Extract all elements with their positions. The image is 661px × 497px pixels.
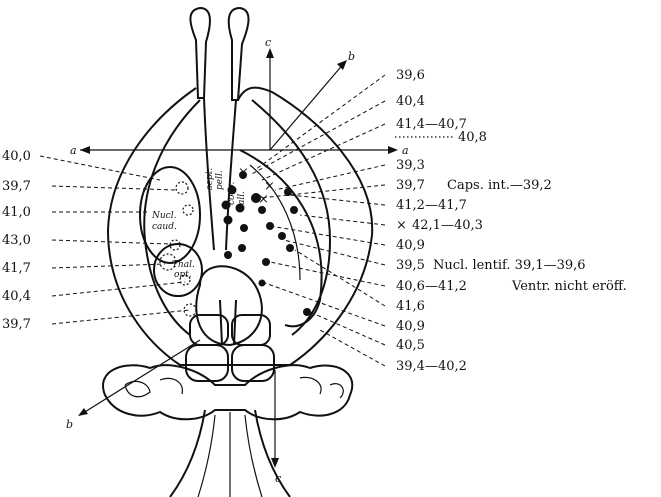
left-label: 39,7 xyxy=(2,317,31,332)
medulla xyxy=(170,410,205,497)
right-label: 39,5 xyxy=(396,258,425,273)
left-label: 40,0 xyxy=(2,149,31,164)
point xyxy=(286,244,294,252)
point xyxy=(303,308,311,316)
ventr-note: Ventr. nicht eröff. xyxy=(511,279,627,294)
hemisphere-inner-right xyxy=(252,100,330,335)
right-label: 41,2—41,7 xyxy=(396,198,467,213)
right-label: 41,6 xyxy=(396,299,425,314)
right-label: 39,3 xyxy=(396,158,425,173)
point xyxy=(259,280,266,287)
cross-mark: × xyxy=(258,192,269,207)
right-label: 40,4 xyxy=(396,94,425,109)
right-label: 40,9 xyxy=(396,238,425,253)
axis-a-label-right: a xyxy=(402,144,409,157)
left-label: 39,7 xyxy=(2,179,31,194)
right-label: 40,9 xyxy=(396,319,425,334)
septum-label-2: pell. xyxy=(215,170,225,190)
caps-note: Caps. int.—39,2 xyxy=(447,178,552,193)
midbrain xyxy=(196,266,262,345)
point xyxy=(240,224,248,232)
section-axes: a a c c b b xyxy=(66,36,409,485)
right-label: 40,6—41,2 xyxy=(396,279,467,294)
right-label: 40,8 xyxy=(458,130,487,145)
point xyxy=(224,251,232,259)
axis-b-label-bottom: b xyxy=(66,418,73,431)
axis-b-bottom xyxy=(80,340,200,415)
point xyxy=(224,216,233,225)
left-label: 41,0 xyxy=(2,205,31,220)
axis-a-label-left: a xyxy=(70,144,77,157)
left-label: 41,7 xyxy=(2,261,31,276)
right-label: 40,5 xyxy=(396,338,425,353)
right-label: 42,1—40,3 xyxy=(412,218,483,233)
cross-mark: × xyxy=(396,218,407,233)
point xyxy=(290,206,298,214)
right-label: 39,7 xyxy=(396,178,425,193)
thal-opt-label-1: Thal. xyxy=(172,260,195,270)
point xyxy=(238,244,246,252)
right-value-labels: 39,6 40,4 41,4—40,7 40,8 39,3 39,7 Caps.… xyxy=(396,68,627,374)
cross-mark: × xyxy=(264,179,275,194)
measurement-points: × × × xyxy=(222,165,312,316)
right-label: 39,4—40,2 xyxy=(396,359,467,374)
right-label: 39,6 xyxy=(396,68,425,83)
point xyxy=(222,201,231,210)
thal-opt-label-2: opt. xyxy=(174,270,192,280)
nucl-caud-label-1: Nucl. xyxy=(151,211,177,221)
axis-b-top xyxy=(270,62,345,150)
nucl-lentif-note: Nucl. lentif. 39,1—39,6 xyxy=(433,258,586,273)
nucl-caud-label-2: caud. xyxy=(152,222,177,232)
point xyxy=(236,204,245,213)
olfactory-lobe-right xyxy=(229,8,249,100)
axis-c-label-top: c xyxy=(265,36,271,49)
cross-mark: × xyxy=(238,165,249,180)
axis-b-label-top: b xyxy=(348,50,355,63)
axis-c-label-bottom: c xyxy=(275,472,281,485)
olfactory-lobe-left xyxy=(190,8,210,98)
left-leaders xyxy=(40,156,190,324)
left-label: 40,4 xyxy=(2,289,31,304)
point xyxy=(258,206,266,214)
left-label: 43,0 xyxy=(2,233,31,248)
left-value-labels: 40,0 39,7 41,0 43,0 41,7 40,4 39,7 xyxy=(2,149,31,332)
right-label: 41,4—40,7 xyxy=(396,117,467,132)
point xyxy=(262,258,270,266)
point xyxy=(278,232,286,240)
septum-label-1: sept. xyxy=(205,168,215,190)
point xyxy=(228,186,237,195)
brain-outline xyxy=(103,8,372,497)
midline-right xyxy=(226,100,236,250)
